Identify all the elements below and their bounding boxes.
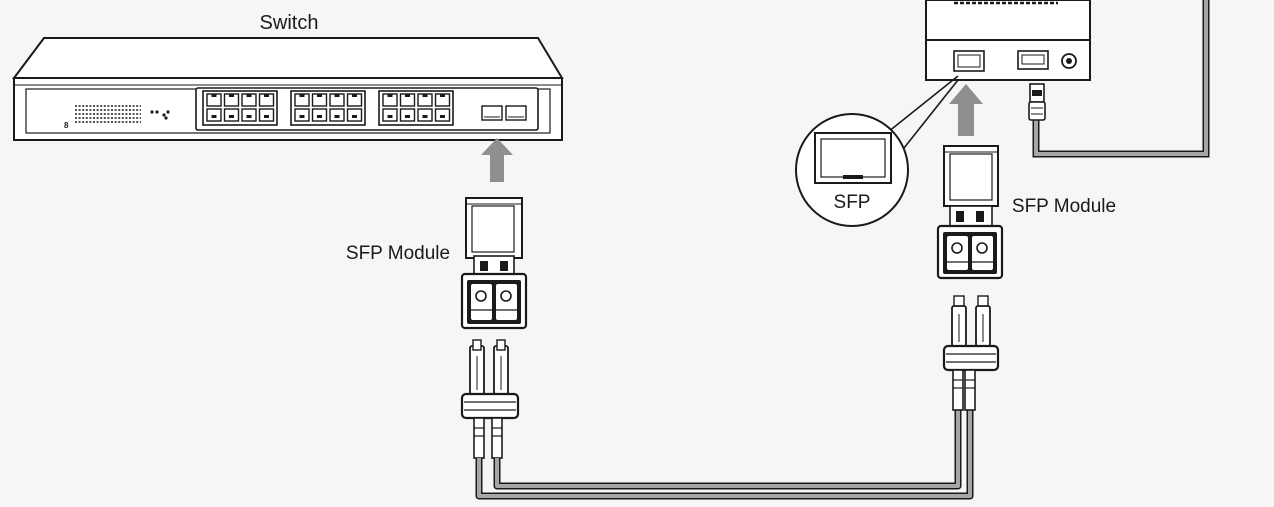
ethernet-port-tab [211,115,217,118]
ethernet-port-tab [299,115,305,118]
ethernet-port-tab [440,94,445,97]
switch-label: Switch [260,12,319,34]
sfp-callout-label: SFP [834,192,871,213]
ethernet-port-tab [229,94,234,97]
ethernet-port-tab [246,115,252,118]
ethernet-port-tab [352,94,357,97]
ethernet-port-tab [440,115,445,118]
ethernet-port-tab [422,115,428,118]
sfp-module-left-label: SFP Module [346,243,450,264]
fiber-cable [475,410,974,500]
ethernet-port-tab [334,94,340,97]
ethernet-port-banks [202,90,454,126]
sfp-callout: SFP [795,75,959,227]
ethernet-port-tab [352,115,357,118]
insert-arrow-right [949,84,983,136]
ethernet-port-tab [387,94,393,97]
ethernet-port-tab [422,94,428,97]
ethernet-port-tab [387,115,393,118]
ethernet-cable [1028,0,1210,158]
ethernet-port-tab [334,115,340,118]
svg-text:8: 8 [64,121,69,130]
switch-sfp-slots [481,105,527,121]
ethernet-port-tab [317,94,322,97]
ethernet-port-tab [405,94,410,97]
ethernet-port-tab [246,94,252,97]
ethernet-port-tab [211,94,217,97]
lc-connector-right [942,295,1000,411]
ethernet-port-tab [299,94,305,97]
ethernet-port-tab [405,115,410,118]
sfp-module-left [460,197,528,330]
ethernet-port-tab [264,94,269,97]
insert-arrow-left [481,138,513,182]
lc-connector-left [460,339,520,459]
media-converter [925,0,1091,81]
ethernet-port-tab [317,115,322,118]
ethernet-port-tab [264,115,269,118]
sfp-module-right-label: SFP Module [1012,196,1116,217]
sfp-module-right [936,145,1004,280]
led-indicators: 8 [64,104,170,130]
ethernet-port-tab [229,115,234,118]
switch-device: 8 [12,37,564,141]
